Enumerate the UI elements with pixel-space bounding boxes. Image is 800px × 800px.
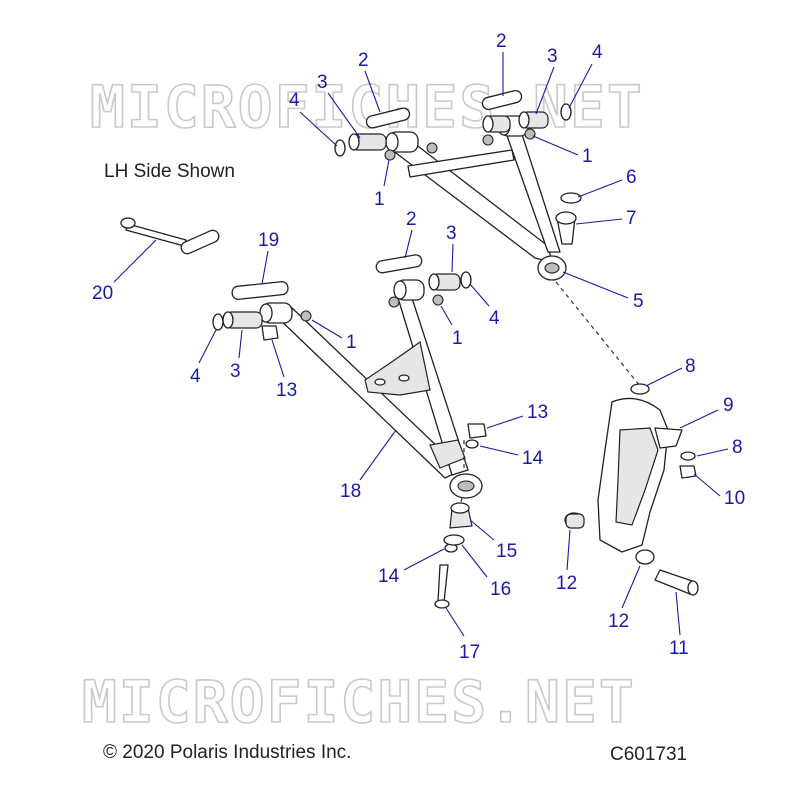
callout: 18 [340, 481, 361, 502]
figure-code: C601731 [610, 744, 687, 765]
callout: 1 [582, 146, 593, 167]
upper-callouts: 2 2 3 3 4 4 1 1 6 7 5 [289, 31, 644, 312]
lower-callouts: 19 2 3 4 1 1 4 3 13 13 14 18 15 14 16 17… [92, 209, 548, 663]
watermark-top: MICROFICHES.NET [90, 73, 644, 141]
upper-a-arm [334, 89, 582, 281]
callout: 4 [592, 42, 603, 63]
callout: 4 [190, 366, 201, 387]
callout: 14 [378, 566, 400, 587]
callout: 8 [732, 437, 743, 458]
callout: 2 [406, 209, 417, 230]
callout: 10 [724, 488, 745, 509]
callout: 19 [258, 230, 279, 251]
callout: 2 [358, 50, 369, 71]
callout: 13 [527, 402, 548, 423]
callout: 3 [317, 72, 328, 93]
callout: 17 [459, 642, 480, 663]
callout: 12 [608, 611, 629, 632]
callout: 7 [626, 208, 637, 229]
callout: 11 [669, 638, 689, 659]
callout: 12 [556, 573, 577, 594]
copyright-text: © 2020 Polaris Industries Inc. [103, 742, 351, 763]
steering-knuckle [564, 383, 699, 596]
callout: 2 [496, 31, 507, 52]
callout: 3 [446, 223, 457, 244]
watermark-bottom: MICROFICHES.NET [82, 668, 636, 736]
callout: 14 [522, 448, 544, 469]
callout: 3 [230, 361, 241, 382]
callout: 13 [276, 380, 297, 401]
lower-a-arm [120, 217, 487, 609]
callout: 1 [452, 328, 463, 349]
callout: 16 [490, 579, 511, 600]
callout: 3 [547, 46, 558, 67]
side-note: LH Side Shown [104, 161, 235, 182]
knuckle-callouts: 8 9 8 10 12 12 11 [556, 356, 745, 659]
callout: 9 [723, 395, 734, 416]
callout: 1 [346, 332, 357, 353]
callout: 5 [633, 291, 644, 312]
callout: 15 [496, 541, 517, 562]
callout: 1 [374, 189, 385, 210]
callout: 4 [489, 308, 500, 329]
callout: 6 [626, 167, 637, 188]
callout: 8 [685, 356, 696, 377]
callout: 4 [289, 90, 300, 111]
callout: 20 [92, 283, 113, 304]
